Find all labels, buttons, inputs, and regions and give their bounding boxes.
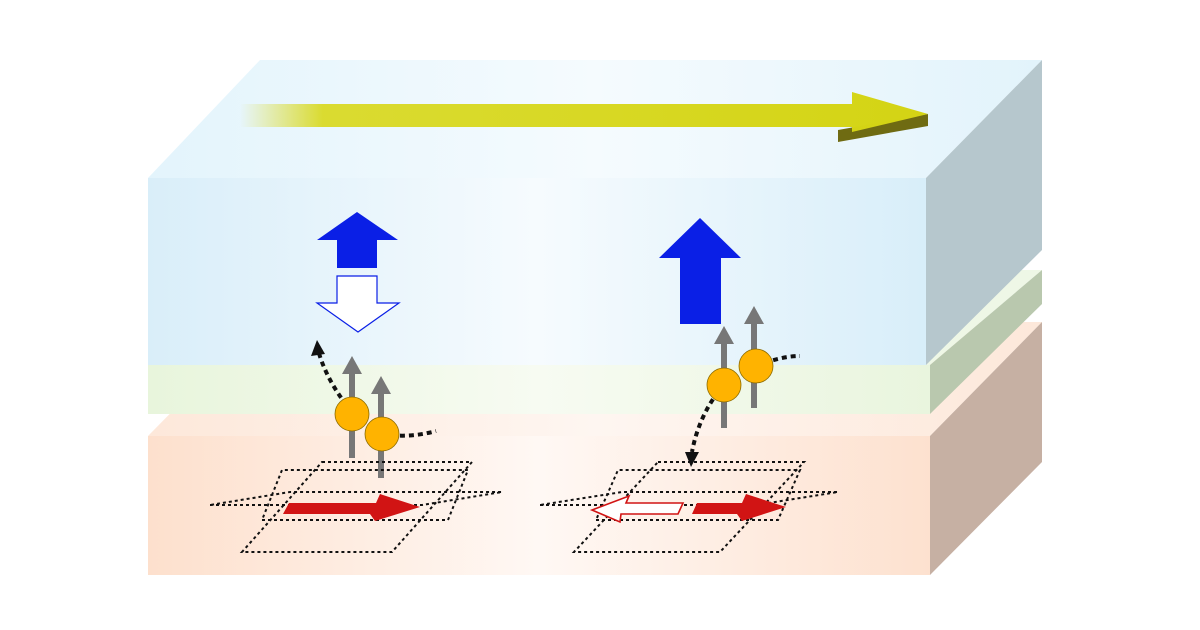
magnetization-up-icon: [317, 212, 398, 268]
path-arrowhead-icon: [685, 452, 699, 467]
magnetization-down-outline-icon: [315, 275, 401, 333]
electron-icon: [706, 367, 742, 403]
lattice-dashed-icon: [209, 461, 503, 553]
phonon-left-outline-icon: [589, 494, 685, 524]
lattice-dashed-icon: [539, 461, 839, 553]
phonon-right-icon: [692, 494, 786, 521]
electron-icon: [334, 396, 370, 432]
electron-icon: [364, 416, 400, 452]
electron-icon: [738, 348, 774, 384]
path-arrowhead-icon: [311, 340, 325, 356]
electron-pair-right: [685, 306, 801, 467]
electron-path-right-b: [690, 383, 726, 453]
current-arrow-icon: [240, 92, 928, 142]
electron-path-left-a: [316, 349, 354, 414]
electron-pair-left: [311, 340, 437, 478]
magnetization-up-icon: [659, 218, 741, 324]
phonon-right-icon: [283, 494, 420, 521]
